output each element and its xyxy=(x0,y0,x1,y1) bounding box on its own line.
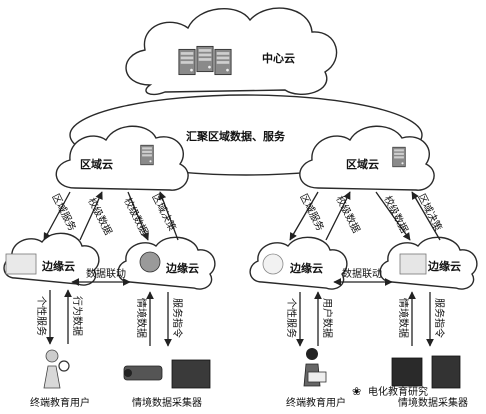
central-cloud: 中心云 xyxy=(125,7,338,96)
brain-head-icon xyxy=(139,251,161,273)
edge-left-1-label: 边缘云 xyxy=(41,259,75,273)
left-behavior-data-label: 行为数据 xyxy=(71,296,84,336)
left-context-data-label: 情境数据 xyxy=(135,298,148,338)
server-box-icon xyxy=(171,359,211,389)
right-region-links: 区域服务 校级数据 校级数据 区域决策 xyxy=(289,191,445,241)
edge-cloud-left-2: 边缘云 xyxy=(117,236,216,290)
server-icon xyxy=(140,144,154,166)
screen-thumbnail-icon xyxy=(399,253,427,275)
aggregation-label: 汇聚区域数据、服务 xyxy=(186,129,286,143)
camera-icon xyxy=(123,365,163,381)
edge-right-2-label: 边缘云 xyxy=(427,259,461,273)
collector-right-label: 情境数据采集器 xyxy=(398,396,468,409)
collector-right: 情境数据采集器 xyxy=(391,355,468,409)
data-link-right: 数据联动 xyxy=(333,267,393,286)
collector-left-label: 情境数据采集器 xyxy=(132,396,202,409)
watermark: ❀ 电化教育研究 xyxy=(352,385,428,398)
person-laptop-icon xyxy=(303,348,327,387)
left-regional-service-label: 区域服务 xyxy=(49,191,79,233)
region-left-label: 区域云 xyxy=(80,157,113,171)
terminal-user-right: 终端教育用户 xyxy=(286,348,346,409)
edge-cloud-left-1: 边缘云 xyxy=(3,232,100,286)
left-school-data-label: 校级数据 xyxy=(85,195,115,237)
aggregation-ring: 汇聚区域数据、服务 xyxy=(69,94,423,176)
server-rack-icon xyxy=(178,45,232,76)
right-regional-decision-label: 区域决策 xyxy=(415,191,445,233)
data-link-right-label: 数据联动 xyxy=(342,267,382,280)
terminal-user-left: 终端教育用户 xyxy=(30,349,90,409)
edge-left-2-label: 边缘云 xyxy=(165,261,199,275)
right-context-data-label: 情境数据 xyxy=(397,298,410,338)
right-service-command-label: 服务指令 xyxy=(433,298,446,338)
data-link-left-label: 数据联动 xyxy=(86,267,126,280)
dashboard-thumbnail-icon xyxy=(5,253,37,275)
right-user-data-label: 用户数据 xyxy=(321,298,334,338)
right-school-data-label: 校级数据 xyxy=(333,193,363,235)
collector-left: 情境数据采集器 xyxy=(123,359,211,409)
left-region-links: 区域服务 校级数据 校级数据 区域决策 xyxy=(43,191,179,241)
right-personal-service-label: 个性服务 xyxy=(285,298,298,338)
region-cloud-right: 区域云 xyxy=(299,125,435,191)
left-school-data-2-label: 校级数据 xyxy=(121,195,151,237)
terminal-user-left-label: 终端教育用户 xyxy=(30,396,90,409)
watermark-label: 电化教育研究 xyxy=(368,385,428,398)
right-regional-service-label: 区域服务 xyxy=(297,191,327,233)
brain-icon xyxy=(262,253,284,275)
left-bottom-links: 个性服务 行为数据 情境数据 服务指令 xyxy=(35,289,184,347)
region-right-label: 区域云 xyxy=(346,157,379,171)
wechat-icon: ❀ xyxy=(352,385,361,398)
server-icon xyxy=(392,146,406,168)
camera-box-icon xyxy=(391,357,423,387)
central-cloud-label: 中心云 xyxy=(262,51,295,65)
left-service-command-label: 服务指令 xyxy=(171,298,184,338)
right-bottom-links: 个性服务 用户数据 情境数据 服务指令 xyxy=(285,291,446,347)
edge-right-1-label: 边缘云 xyxy=(289,261,323,275)
terminal-user-right-label: 终端教育用户 xyxy=(286,396,346,409)
recorder-icon xyxy=(431,355,461,389)
data-link-left: 数据联动 xyxy=(71,267,131,286)
region-cloud-left: 区域云 xyxy=(55,125,189,191)
edge-cloud-right-2: 边缘云 xyxy=(379,236,478,290)
left-personal-service-label: 个性服务 xyxy=(35,296,48,336)
right-school-data-2-label: 校级数据 xyxy=(381,193,411,235)
edge-cloud-right-1: 边缘云 xyxy=(249,236,348,290)
person-icon xyxy=(43,349,70,389)
left-regional-decision-label: 区域决策 xyxy=(149,191,179,233)
